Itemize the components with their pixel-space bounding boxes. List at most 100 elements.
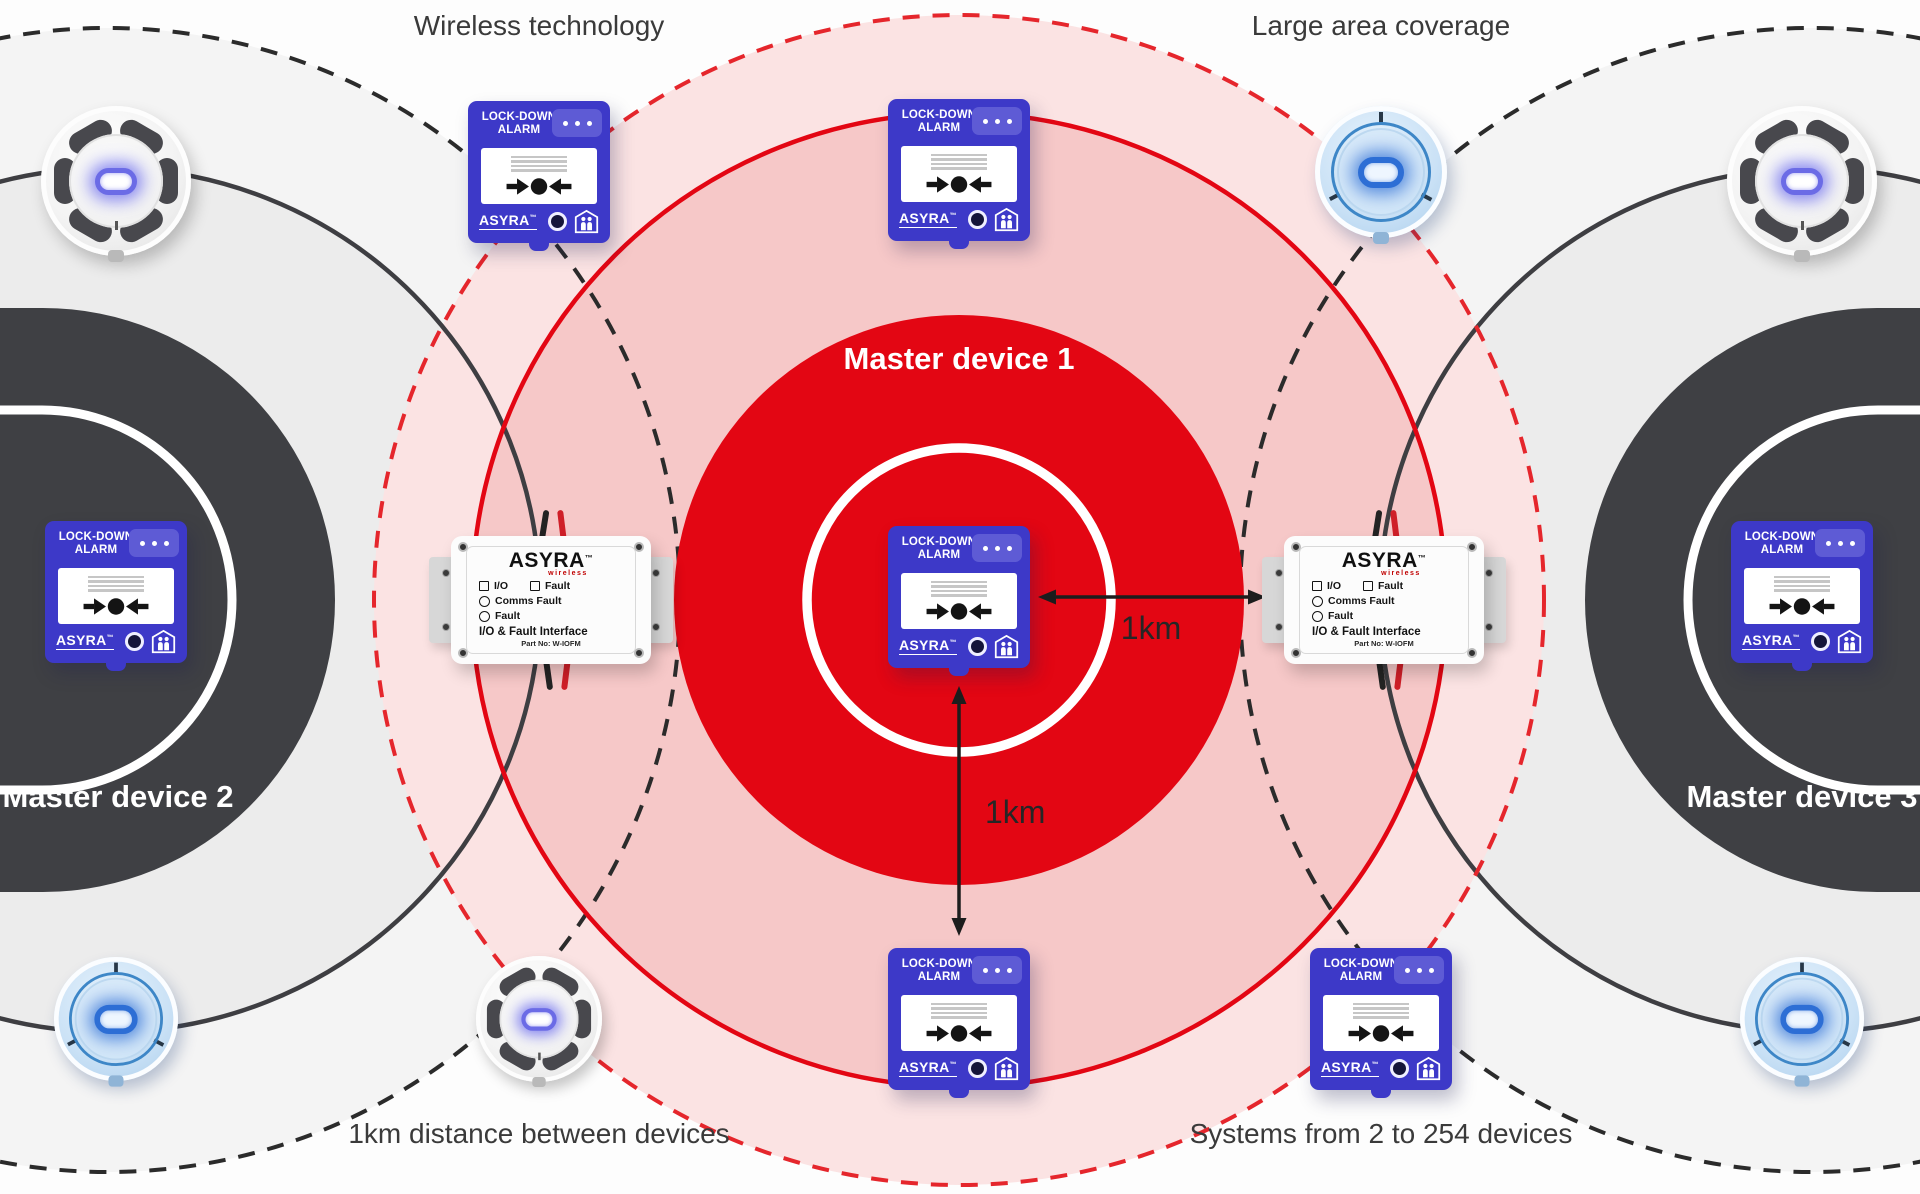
callpoint-instruction-lines (1353, 1001, 1409, 1021)
callpoint-indicator-panel (1815, 529, 1865, 557)
screw-icon (458, 648, 468, 658)
callpoint-break-glass-panel (58, 568, 174, 624)
callpoint-break-glass-panel (901, 995, 1017, 1051)
label-master-device-3: Master device 3 (1686, 779, 1918, 814)
callpoint-brand: ASYRA™ (899, 210, 957, 228)
callpoint-brand: ASYRA™ (56, 632, 114, 650)
lockdown-callpoint-bottom-right: LOCK-DOWN ALARM ASYRA™ (1310, 948, 1452, 1098)
callpoint-footer: ASYRA™ (1742, 629, 1862, 654)
callpoint-brand: ASYRA™ (1742, 632, 1800, 650)
callpoint-instruction-lines (88, 574, 144, 594)
arrowhead-right-icon (1248, 589, 1266, 605)
interface-body: ASYRA™ wireless I/O Fault Comms Fault Fa… (1284, 536, 1484, 664)
callpoint-indicator-panel (972, 534, 1022, 562)
beacon-led (94, 1004, 138, 1035)
master3-inner-white-ring (1683, 405, 1920, 795)
indicator-label-comms-fault: Comms Fault (1328, 594, 1395, 607)
beacon-blue-top-right (1315, 106, 1447, 244)
evacuation-icon (574, 209, 599, 234)
callpoint-title: LOCK-DOWN ALARM (901, 536, 977, 562)
evacuation-icon (1416, 1056, 1441, 1081)
callpoint-instruction-lines (931, 579, 987, 599)
screw-icon (1291, 542, 1301, 552)
callpoint-brand: ASYRA™ (1321, 1059, 1379, 1077)
sounder-white-top-left (41, 106, 191, 262)
callpoint-title: LOCK-DOWN ALARM (1323, 958, 1399, 984)
beacon-led (1358, 157, 1404, 188)
arrowhead-down-icon (951, 918, 967, 936)
callpoint-brand: ASYRA™ (899, 1059, 957, 1077)
callpoint-footer: ASYRA™ (899, 634, 1019, 659)
indicator-label-fault: Fault (545, 580, 571, 592)
screw-icon (634, 542, 644, 552)
callpoint-brand: ASYRA™ (899, 637, 957, 655)
callpoint-instruction-lines (511, 154, 567, 174)
sounder-led (95, 168, 137, 195)
label-master-device-1: Master device 1 (843, 341, 1075, 376)
callpoint-led (967, 210, 987, 229)
press-here-icon (926, 603, 992, 620)
interface-brand-sub: wireless (548, 570, 588, 577)
round-indicator-icon (479, 595, 490, 607)
interface-faceplate: ASYRA™ wireless I/O Fault Comms Fault Fa… (466, 546, 636, 654)
sounder-led (521, 1008, 557, 1031)
press-here-icon (83, 598, 149, 615)
square-indicator-icon (1312, 581, 1322, 592)
indicator-label-io: I/O (1327, 580, 1342, 592)
indicator-label-comms-fault: Comms Fault (495, 594, 562, 607)
interface-title: I/O & Fault Interface (1312, 625, 1421, 638)
callpoint-title: LOCK-DOWN ALARM (1744, 531, 1820, 557)
callpoint-footer: ASYRA™ (56, 629, 176, 654)
label-large-area-coverage: Large area coverage (1251, 10, 1511, 41)
screw-icon (1291, 648, 1301, 658)
label-1km-horizontal: 1km (1120, 610, 1182, 646)
beacon-led (1780, 1004, 1824, 1035)
screw-icon (1467, 542, 1477, 552)
callpoint-footer: ASYRA™ (1321, 1056, 1441, 1081)
callpoint-break-glass-panel (1744, 568, 1860, 624)
lockdown-callpoint-top: LOCK-DOWN ALARM ASYRA™ (888, 99, 1030, 249)
indicator-row-fault: Fault (479, 610, 635, 622)
callpoint-break-glass-panel (901, 573, 1017, 629)
beacon-blue-bottom-right (1739, 956, 1865, 1087)
lockdown-callpoint-bottom: LOCK-DOWN ALARM ASYRA™ (888, 948, 1030, 1098)
beacon-ring (1331, 122, 1431, 222)
lockdown-callpoint-master2: LOCK-DOWN ALARM ASYRA™ (45, 521, 187, 671)
callpoint-indicator-panel (552, 109, 602, 137)
callpoint-indicator-panel (972, 107, 1022, 135)
round-indicator-icon (1312, 610, 1323, 622)
evacuation-icon (994, 634, 1019, 659)
indicator-row-io-fault: I/O Fault (479, 581, 635, 592)
beacon-ring (69, 972, 163, 1066)
evacuation-icon (1837, 629, 1862, 654)
master2-inner-white-ring (0, 405, 237, 795)
round-indicator-icon (1312, 595, 1323, 607)
master1-dashed-range-ring (372, 13, 1546, 1187)
callpoint-title: LOCK-DOWN ALARM (901, 958, 977, 984)
indicator-row-comms: Comms Fault (479, 594, 635, 607)
square-indicator-icon (530, 581, 541, 592)
indicator-row-io-fault: I/O Fault (1312, 581, 1468, 592)
press-here-icon (926, 1025, 992, 1042)
press-here-icon (1769, 598, 1835, 615)
interface-part-number: Part No: W-IOFM (521, 639, 581, 648)
callpoint-instruction-lines (931, 152, 987, 172)
callpoint-title: LOCK-DOWN ALARM (481, 111, 557, 137)
indicator-row-comms: Comms Fault (1312, 594, 1468, 607)
evacuation-icon (994, 1056, 1019, 1081)
label-1km-vertical: 1km (985, 794, 1046, 830)
interface-part-number: Part No: W-IOFM (1354, 639, 1414, 648)
callpoint-footer: ASYRA™ (899, 207, 1019, 232)
label-systems-count: Systems from 2 to 254 devices (1189, 1118, 1573, 1149)
sounder-white-top-right (1727, 106, 1877, 262)
callpoint-brand: ASYRA™ (479, 212, 537, 230)
interface-brand: ASYRA™ (508, 549, 594, 572)
callpoint-break-glass-panel (481, 148, 597, 204)
indicator-label-io: I/O (494, 580, 509, 592)
callpoint-title: LOCK-DOWN ALARM (901, 109, 977, 135)
sounder-white-bottom-left (476, 956, 602, 1088)
sounder-tick (114, 221, 118, 230)
press-here-icon (506, 178, 572, 195)
callpoint-led (1810, 632, 1830, 651)
callpoint-led (967, 637, 987, 656)
